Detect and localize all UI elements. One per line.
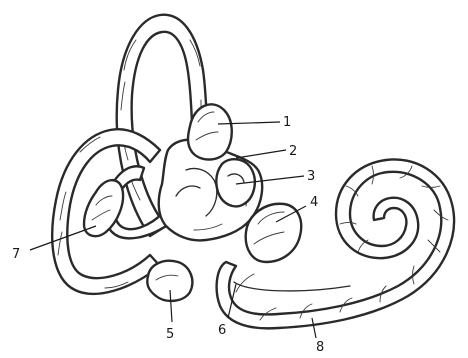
leader-2 [236,150,286,158]
utricle [188,104,232,159]
label-2: 2 [289,144,297,159]
label-5: 5 [166,327,174,342]
label-8: 8 [316,340,324,355]
label-6: 6 [218,323,226,338]
label-7: 7 [12,247,20,262]
label-4: 4 [310,195,318,210]
label-1: 1 [283,115,291,130]
label-3: 3 [307,169,315,184]
